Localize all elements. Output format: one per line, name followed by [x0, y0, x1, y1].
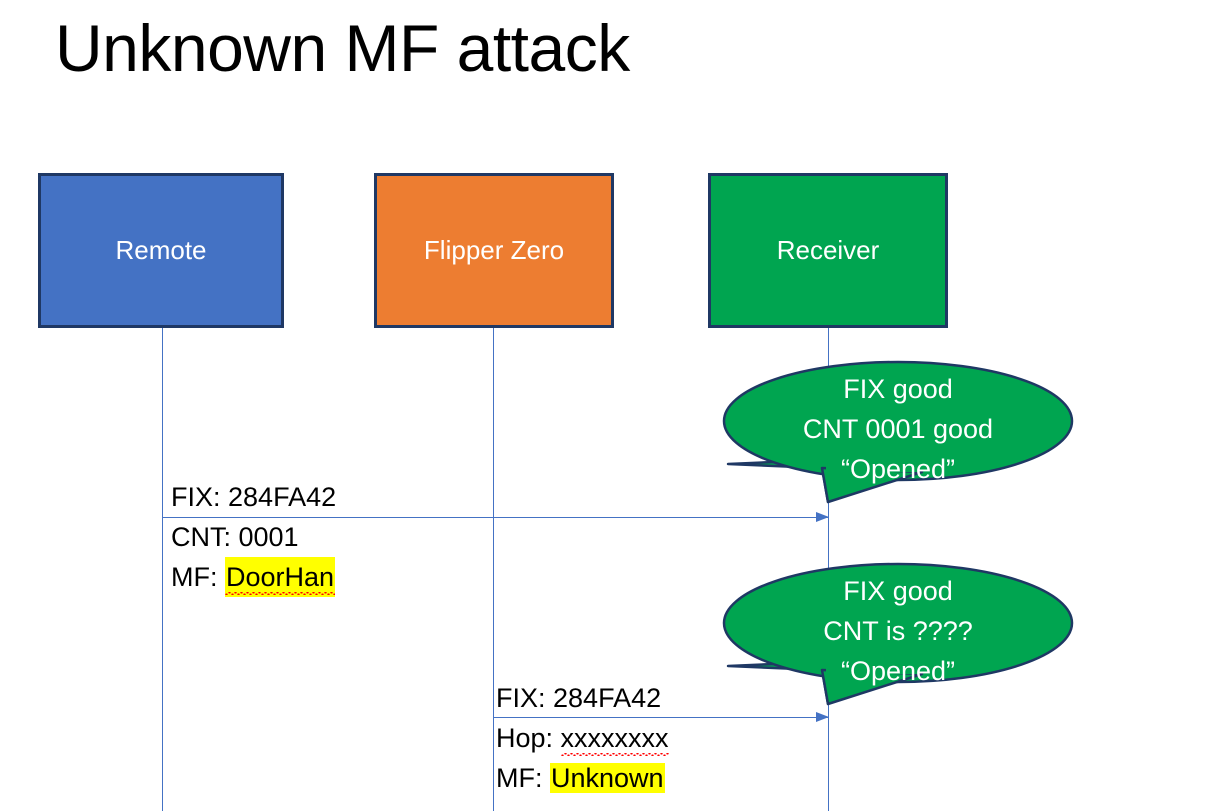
message-2-line-3-prefix: MF: [496, 763, 550, 793]
actor-label-flipper-zero: Flipper Zero [423, 235, 565, 265]
message-1-line-2-prefix: CNT: [171, 522, 239, 552]
message-2-line-1: FIX: 284FA42 [496, 678, 669, 718]
lifeline-remote [162, 328, 163, 811]
speech-bubble-shape-1 [722, 360, 1074, 504]
message-arrow-remote-to-receiver [162, 512, 829, 522]
speech-bubble-shape-2 [722, 562, 1074, 706]
speech-bubble-receiver-2[interactable]: FIX good CNT is ???? “Opened” [722, 562, 1074, 722]
message-1-line-2: CNT: 0001 [171, 517, 336, 557]
message-1-line-3-value-highlighted: DoorHan [225, 557, 336, 597]
message-arrow-flipper-to-receiver [493, 712, 829, 722]
message-1-line-3-prefix: MF: [171, 562, 225, 592]
message-1-line-1: FIX: 284FA42 [171, 477, 336, 517]
page-title: Unknown MF attack [55, 11, 630, 85]
actor-label-receiver: Receiver [776, 235, 880, 265]
message-1-line-3: MF: DoorHan [171, 557, 336, 597]
message-label-2: FIX: 284FA42 Hop: xxxxxxxx MF: Unknown [496, 678, 669, 798]
actor-box-remote[interactable]: Remote [38, 173, 284, 328]
actor-box-flipper-zero[interactable]: Flipper Zero [374, 173, 614, 328]
message-2-line-2: Hop: xxxxxxxx [496, 718, 669, 758]
message-1-line-1-prefix: FIX: [171, 482, 229, 512]
message-1-line-1-value: 284FA42 [228, 482, 337, 512]
message-2-line-1-value: 284FA42 [553, 683, 662, 713]
message-2-line-1-prefix: FIX: [496, 683, 554, 713]
actor-label-remote: Remote [115, 235, 207, 265]
speech-bubble-receiver-1[interactable]: FIX good CNT 0001 good “Opened” [722, 360, 1074, 520]
message-2-line-3: MF: Unknown [496, 758, 669, 798]
message-2-line-2-prefix: Hop: [496, 723, 561, 753]
message-label-1: FIX: 284FA42 CNT: 0001 MF: DoorHan [171, 477, 336, 597]
message-1-line-2-value: 0001 [238, 522, 299, 552]
actor-box-receiver[interactable]: Receiver [708, 173, 948, 328]
message-2-line-2-value: xxxxxxxx [560, 718, 669, 758]
message-2-line-3-value-highlighted: Unknown [550, 763, 665, 793]
lifeline-flipper-zero [493, 328, 494, 811]
